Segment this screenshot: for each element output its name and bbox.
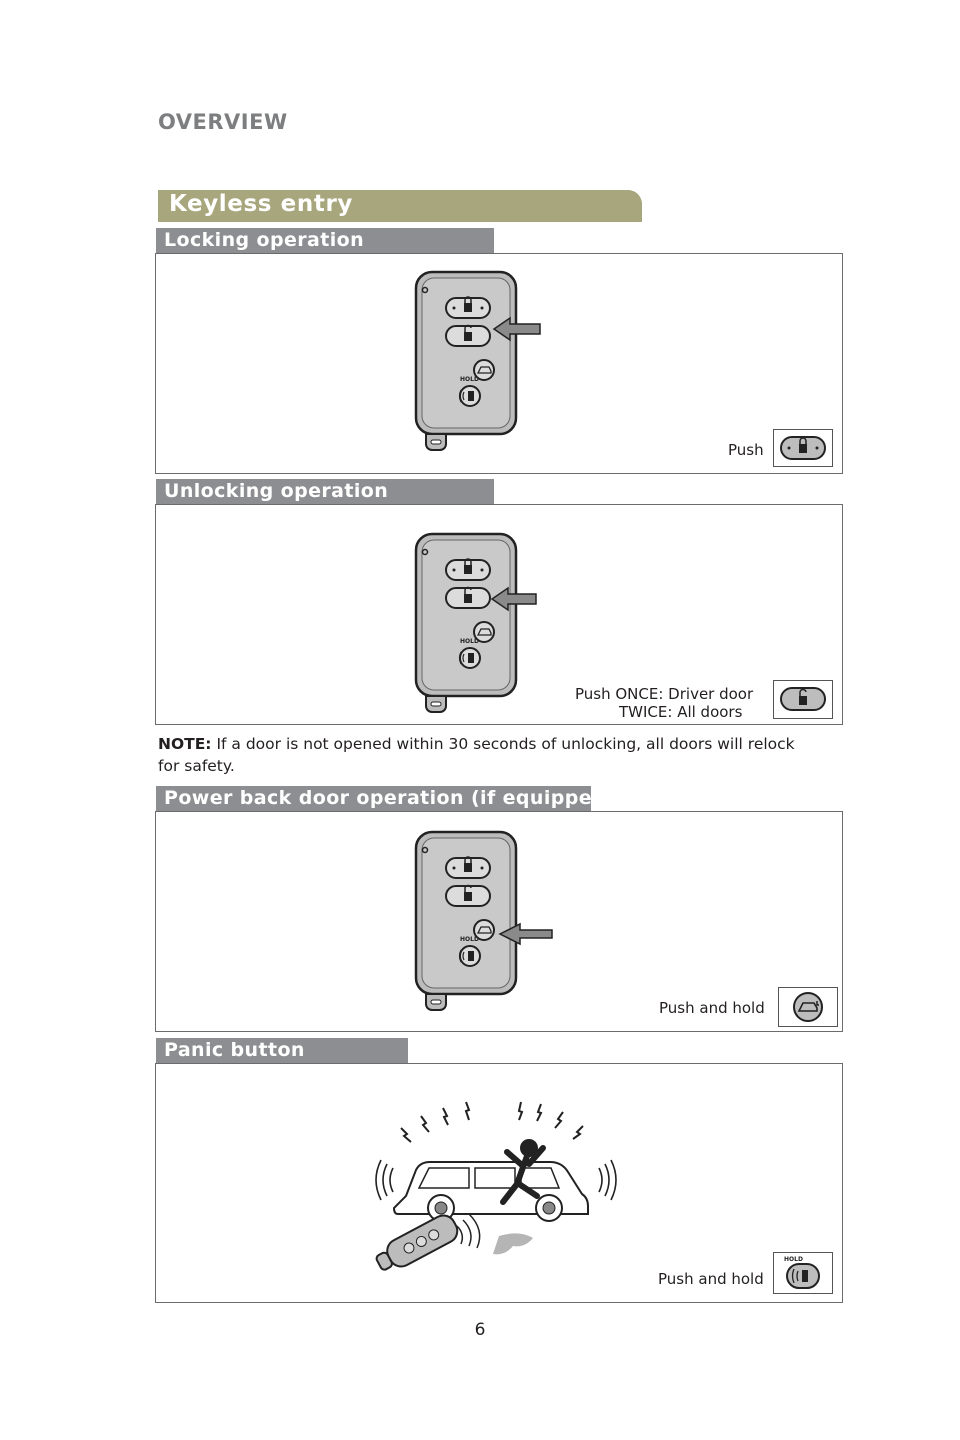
- unlock-button-icon: [773, 680, 833, 719]
- power-back-door-section-title: Power back door operation (if equipped): [164, 787, 616, 809]
- banner-title: Keyless entry: [169, 191, 353, 217]
- panic-hold-label: HOLD: [784, 1256, 803, 1263]
- power-back-door-panel: HOLD Push and hold: [155, 811, 843, 1032]
- unlocking-section-header: Unlocking operation: [156, 479, 494, 505]
- panic-panel: Push and hold HOLD: [155, 1063, 843, 1303]
- panic-alarm-illustration: [375, 1101, 617, 1271]
- unlocking-panel: HOLD Push ONCE: Driver door TWICE: All d…: [155, 504, 843, 725]
- fob-hold-label: HOLD: [460, 638, 479, 645]
- note-paragraph: NOTE: If a door is not opened within 30 …: [158, 733, 818, 777]
- key-fob-back-door-illustration: HOLD: [414, 830, 553, 1011]
- key-fob-lock-illustration: HOLD: [414, 270, 541, 451]
- power-back-door-section-header: Power back door operation (if equipped): [156, 786, 615, 812]
- unlocking-caption-line2: TWICE: All doors: [619, 703, 743, 721]
- note-text: If a door is not opened within 30 second…: [158, 735, 795, 775]
- panic-section-title: Panic button: [164, 1039, 305, 1061]
- fob-hold-label: HOLD: [460, 376, 479, 383]
- power-back-door-caption: Push and hold: [659, 999, 765, 1017]
- locking-section-title: Locking operation: [164, 229, 365, 251]
- page-section-title: OVERVIEW: [158, 110, 288, 134]
- back-door-button-icon: [778, 987, 838, 1027]
- keyless-entry-banner: Keyless entry: [158, 190, 642, 222]
- unlocking-section-title: Unlocking operation: [164, 480, 389, 502]
- key-fob-unlock-illustration: HOLD: [414, 532, 537, 713]
- panic-caption: Push and hold: [658, 1270, 764, 1288]
- locking-panel: HOLD Push: [155, 253, 843, 474]
- panic-button-icon: HOLD: [773, 1252, 833, 1294]
- unlocking-caption-line1: Push ONCE: Driver door: [575, 685, 754, 703]
- lock-button-icon: [773, 429, 833, 467]
- page-number: 6: [474, 1320, 486, 1340]
- note-label: NOTE:: [158, 735, 212, 753]
- locking-caption: Push: [728, 441, 764, 459]
- locking-section-header: Locking operation: [156, 228, 494, 254]
- fob-hold-label: HOLD: [460, 936, 479, 943]
- panic-section-header: Panic button: [156, 1038, 408, 1064]
